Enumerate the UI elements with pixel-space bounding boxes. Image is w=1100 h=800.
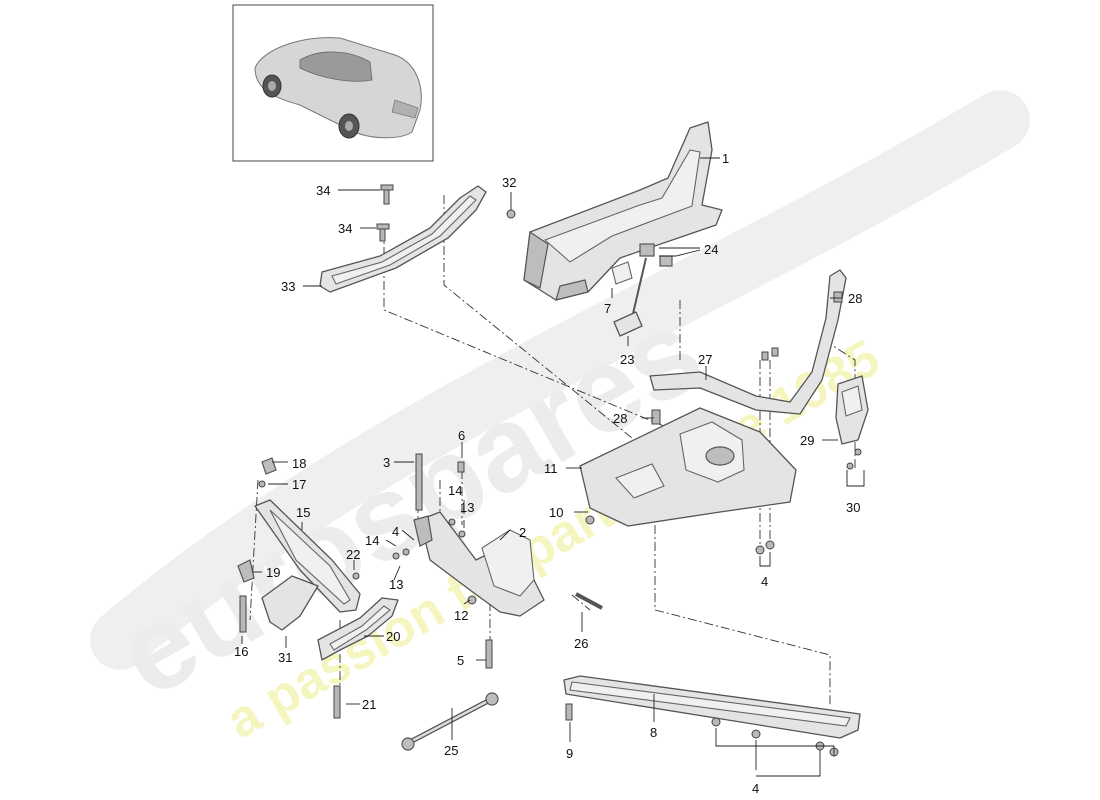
car-illustration <box>254 37 422 139</box>
callout-32: 32 <box>502 175 516 190</box>
callout-34: 34 <box>338 221 352 236</box>
callout-19: 19 <box>266 565 280 580</box>
part-1-crossmember <box>523 121 723 301</box>
callout-14: 14 <box>448 483 462 498</box>
vehicle-thumbnail <box>232 4 434 162</box>
callout-16: 16 <box>234 644 248 659</box>
callout-20: 20 <box>386 629 400 644</box>
callout-1: 1 <box>722 151 729 166</box>
callout-4: 4 <box>392 524 399 539</box>
callout-14: 14 <box>365 533 379 548</box>
callout-26: 26 <box>574 636 588 651</box>
callout-15: 15 <box>296 505 310 520</box>
part-11-underbody-plate <box>579 407 797 527</box>
callout-4: 4 <box>761 574 768 589</box>
callout-24: 24 <box>704 242 718 257</box>
callout-23: 23 <box>620 352 634 367</box>
callout-21: 21 <box>362 697 376 712</box>
part-23-24-7-sensor-linkage <box>611 243 673 337</box>
bolt-32 <box>506 209 516 219</box>
part-29-side-bracket <box>835 375 869 470</box>
callout-30: 30 <box>846 500 860 515</box>
callout-6: 6 <box>458 428 465 443</box>
callout-12: 12 <box>454 608 468 623</box>
callout-4: 4 <box>752 781 759 796</box>
callout-27: 27 <box>698 352 712 367</box>
part-31-shield <box>261 575 319 631</box>
part-20-control-arm <box>317 597 399 661</box>
callout-labels: 1 2 3 4 4 4 5 6 7 8 9 10 11 12 13 13 14 … <box>234 151 862 796</box>
callout-2: 2 <box>519 525 526 540</box>
callout-13: 13 <box>389 577 403 592</box>
callout-18: 18 <box>292 456 306 471</box>
bolts-34 <box>376 184 394 242</box>
leader-lines <box>241 157 865 777</box>
callout-10: 10 <box>549 505 563 520</box>
callout-5: 5 <box>457 653 464 668</box>
callout-34: 34 <box>316 183 330 198</box>
bolt-26 <box>575 592 603 610</box>
watermark: eurospares a passion for parts since 198… <box>90 90 1030 750</box>
callout-33: 33 <box>281 279 295 294</box>
callout-28: 28 <box>613 411 627 426</box>
callout-29: 29 <box>800 433 814 448</box>
part-27-stabilizer-bracket <box>649 269 847 415</box>
part-25-toe-link <box>401 692 499 751</box>
part-8-cross-beam <box>563 675 861 739</box>
fasteners-4-upper <box>755 540 775 555</box>
part-33-strut-brace <box>319 185 487 293</box>
part-2-wheel-carrier <box>392 453 545 669</box>
callout-22: 22 <box>346 547 360 562</box>
callout-3: 3 <box>383 455 390 470</box>
callout-13: 13 <box>460 500 474 515</box>
callout-31: 31 <box>278 650 292 665</box>
bolt-16 <box>239 595 247 633</box>
callout-17: 17 <box>292 477 306 492</box>
callout-11: 11 <box>544 461 558 476</box>
callout-9: 9 <box>566 746 573 761</box>
callout-7: 7 <box>604 301 611 316</box>
callout-28: 28 <box>848 291 862 306</box>
bolts-28 <box>651 291 843 425</box>
bolt-21 <box>333 685 341 719</box>
part-15-lateral-arm <box>237 457 361 613</box>
callout-8: 8 <box>650 725 657 740</box>
callout-25: 25 <box>444 743 458 758</box>
